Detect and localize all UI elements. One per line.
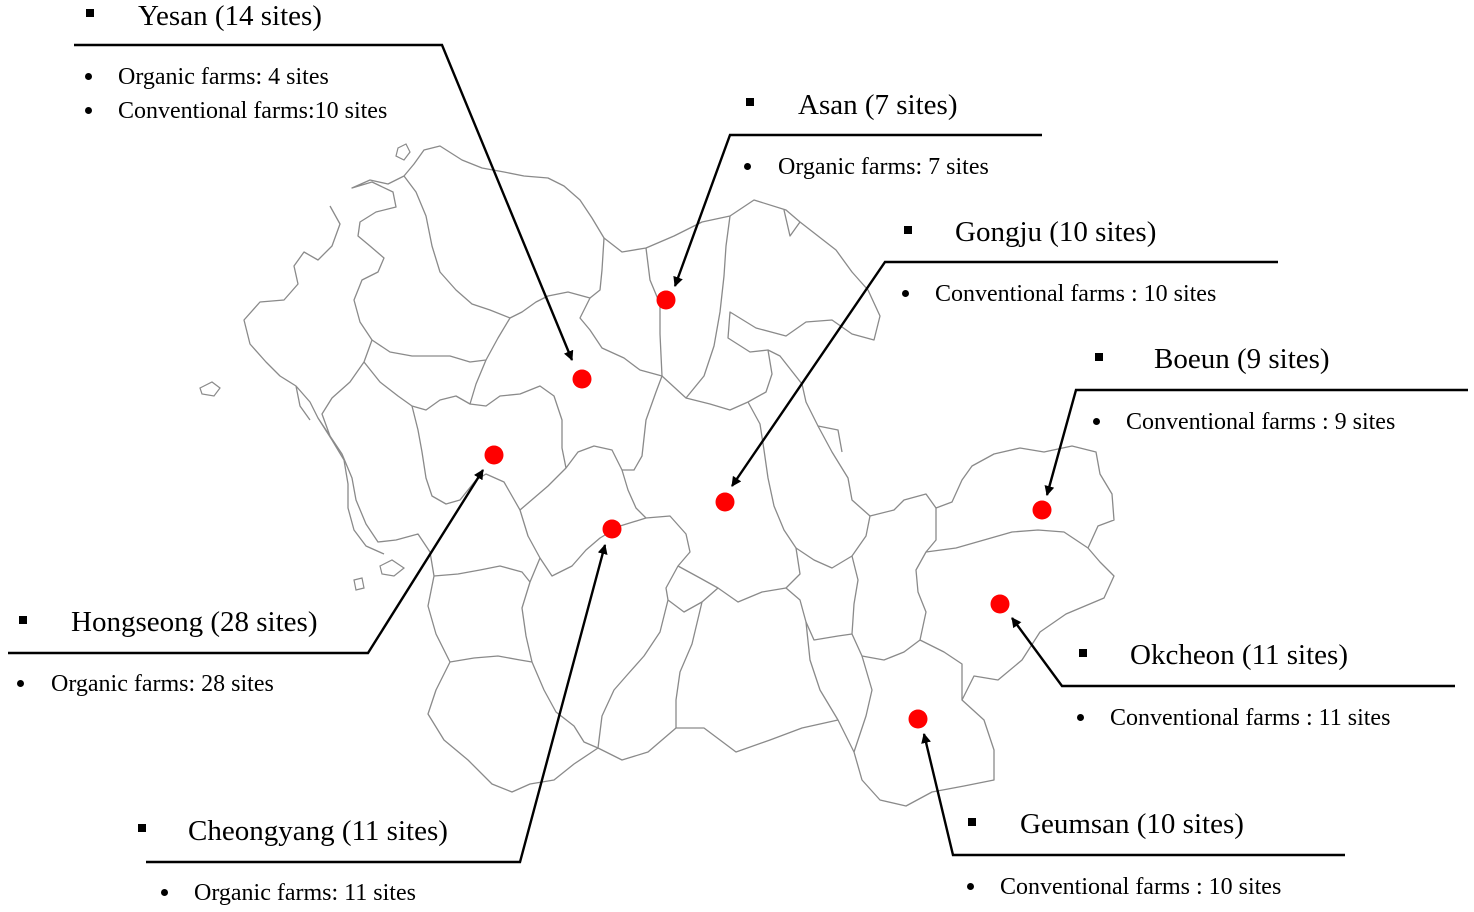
leader-lines: [8, 43, 1468, 864]
county-boundaries: [243, 145, 1115, 807]
site-markers: [484, 290, 1052, 729]
asan-detail-bullet: [744, 163, 751, 170]
gongju-detail-1: Conventional farms : 10 sites: [935, 281, 1217, 307]
yesan-detail-bullet: [85, 107, 92, 114]
leader-boeun: [1044, 388, 1468, 496]
hongseong-bullet-square: [19, 616, 27, 624]
gongju-site-marker: [715, 492, 735, 512]
okcheon-bullet-square: [1079, 649, 1087, 657]
leader-hongseong: [8, 469, 485, 655]
yesan-title: Yesan (14 sites): [138, 0, 322, 32]
leader-gongju: [731, 260, 1278, 487]
province-outline: [321, 145, 1115, 807]
yesan-bullet-square: [86, 9, 94, 17]
okcheon-title: Okcheon (11 sites): [1130, 639, 1348, 671]
asan-detail-1: Organic farms: 7 sites: [778, 154, 989, 180]
boeun-detail-bullet: [1093, 418, 1100, 425]
boeun-detail-1: Conventional farms : 9 sites: [1126, 409, 1396, 435]
leader-okcheon: [1011, 617, 1455, 688]
asan-title: Asan (7 sites): [798, 89, 958, 121]
boeun-site-marker: [1032, 500, 1052, 520]
boeun-bullet-square: [1095, 353, 1103, 361]
cheongyang-detail-1: Organic farms: 11 sites: [194, 880, 416, 906]
yesan-detail-1: Organic farms: 4 sites: [118, 64, 329, 90]
hongseong-site-marker: [484, 445, 504, 465]
geumsan-detail-bullet: [967, 883, 974, 890]
asan-bullet-square: [746, 98, 754, 106]
asan-site-marker: [656, 290, 676, 310]
leader-cheongyang: [146, 544, 608, 864]
islands: [199, 143, 411, 591]
cheongyang-bullet-square: [138, 824, 146, 832]
yesan-detail-2: Conventional farms:10 sites: [118, 98, 388, 124]
hongseong-detail-1: Organic farms: 28 sites: [51, 671, 274, 697]
hongseong-detail-bullet: [17, 680, 24, 687]
yesan-site-marker: [572, 369, 592, 389]
leader-yesan: [74, 43, 574, 361]
geumsan-site-marker: [908, 709, 928, 729]
western-peninsula: [243, 205, 385, 555]
cheongyang-site-marker: [602, 519, 622, 539]
geumsan-bullet-square: [968, 818, 976, 826]
leader-geumsan: [921, 733, 1345, 857]
okcheon-detail-1: Conventional farms : 11 sites: [1110, 705, 1391, 731]
okcheon-site-marker: [990, 594, 1010, 614]
gongju-title: Gongju (10 sites): [955, 216, 1157, 248]
gongju-detail-bullet: [902, 290, 909, 297]
yesan-detail-bullet: [85, 73, 92, 80]
cheongyang-title: Cheongyang (11 sites): [188, 815, 448, 847]
leader-asan: [673, 133, 1042, 287]
boeun-title: Boeun (9 sites): [1154, 343, 1330, 375]
hongseong-title: Hongseong (28 sites): [71, 606, 318, 638]
geumsan-detail-1: Conventional farms : 10 sites: [1000, 874, 1282, 900]
cheongyang-detail-bullet: [161, 889, 168, 896]
geumsan-title: Geumsan (10 sites): [1020, 808, 1244, 840]
gongju-bullet-square: [904, 226, 912, 234]
okcheon-detail-bullet: [1077, 714, 1084, 721]
